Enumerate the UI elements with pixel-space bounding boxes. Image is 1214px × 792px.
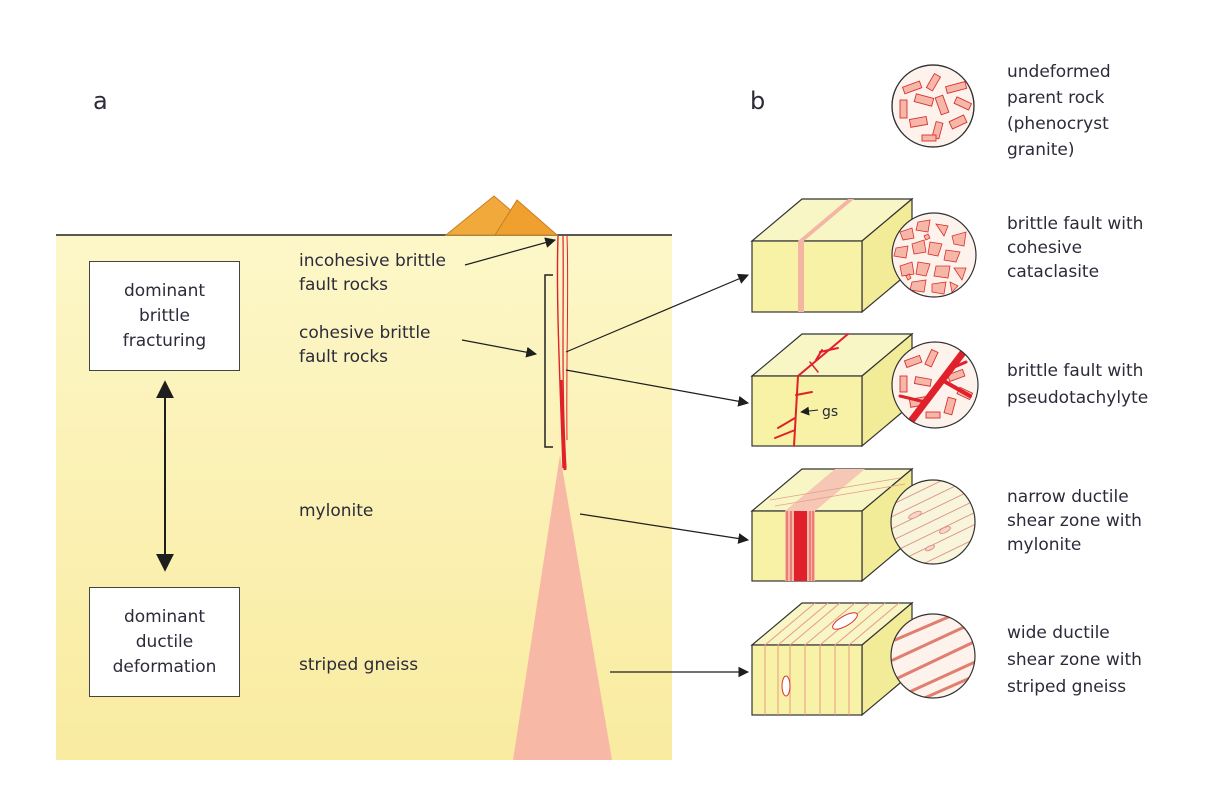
mylonite-label: mylonite [299,501,374,521]
cohesive-bracket [544,274,553,448]
to-pseudotachylyte-arrow [565,369,750,407]
cohesive-arrow [461,339,538,358]
ductile-deformation-box: dominant ductile deformation [89,587,240,697]
block-gneiss [750,601,914,717]
block-mylonite [750,467,914,583]
circle-parent-rock [891,64,975,148]
cataclasite-label: brittle fault with cohesive cataclasite [1007,214,1144,282]
circle-mylonite [890,479,976,565]
gneiss-zone-label: wide ductile shear zone with striped gne… [1007,623,1142,697]
circle-pseudotachylyte [891,341,979,429]
circle-cataclasite [891,212,977,298]
pseudotachylyte-label: brittle fault with pseudotachylyte [1007,361,1149,408]
block-cataclasite [750,197,914,314]
incohesive-label: incohesive brittle fault rocks [299,251,446,295]
cohesive-label: cohesive brittle fault rocks [299,323,431,367]
gs-annotation: gs [822,404,838,420]
incohesive-arrow [464,237,557,266]
panel-label-b: b [750,87,766,115]
shear-zone-wedge [513,455,612,760]
circle-gneiss [890,613,976,699]
parent-rock-label: undeformed parent rock (phenocryst grani… [1007,62,1111,160]
mountain-icon [444,195,559,236]
fault-trace [556,235,569,471]
block-pseudotachylyte [750,332,914,448]
brittle-fracturing-box: dominant brittle fracturing [89,261,240,371]
panel-label-a: a [93,87,108,115]
to-cataclasite-arrow [565,273,749,353]
to-mylonite-arrow [579,513,750,544]
gneiss-label: striped gneiss [299,655,419,675]
mylonite-zone-label: narrow ductile shear zone with mylonite [1007,487,1142,555]
